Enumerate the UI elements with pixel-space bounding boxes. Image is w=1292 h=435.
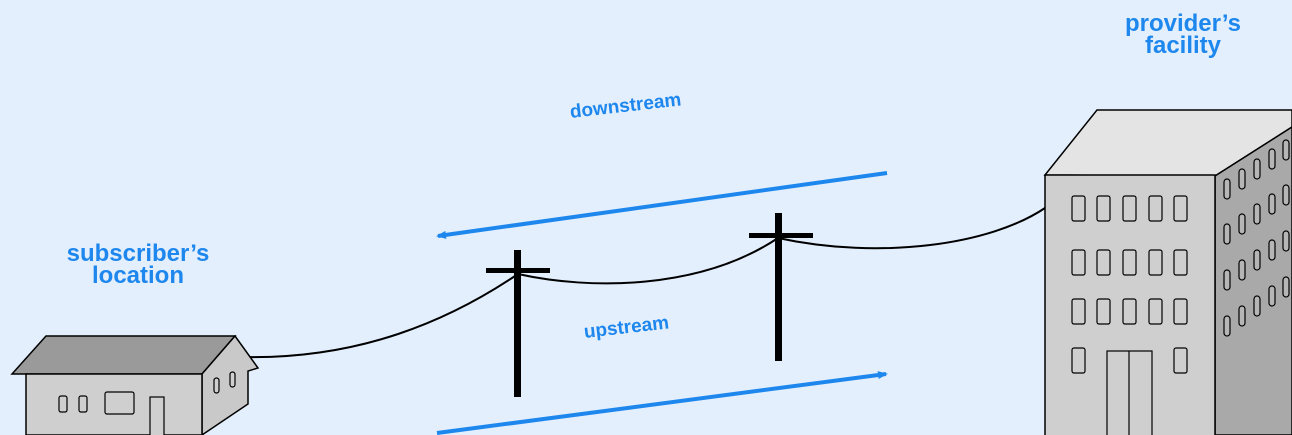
utility-pole-icon <box>749 213 813 361</box>
subscriber-label-line2: location <box>91 262 184 289</box>
provider-label-line1: provider’s <box>1124 10 1242 37</box>
provider-facility-label: provider’s facility <box>1088 10 1278 59</box>
utility-pole-icon <box>486 250 550 397</box>
office-building-icon <box>1043 109 1292 435</box>
cable-wire <box>239 207 1046 359</box>
subscriber-label-line1: subscriber’s <box>66 240 210 267</box>
downstream-arrow <box>436 171 888 239</box>
subscriber-location-label: subscriber’s location <box>18 240 258 289</box>
provider-label-line2: facility <box>1144 32 1222 59</box>
house-icon <box>10 334 260 435</box>
upstream-arrow <box>436 371 888 435</box>
